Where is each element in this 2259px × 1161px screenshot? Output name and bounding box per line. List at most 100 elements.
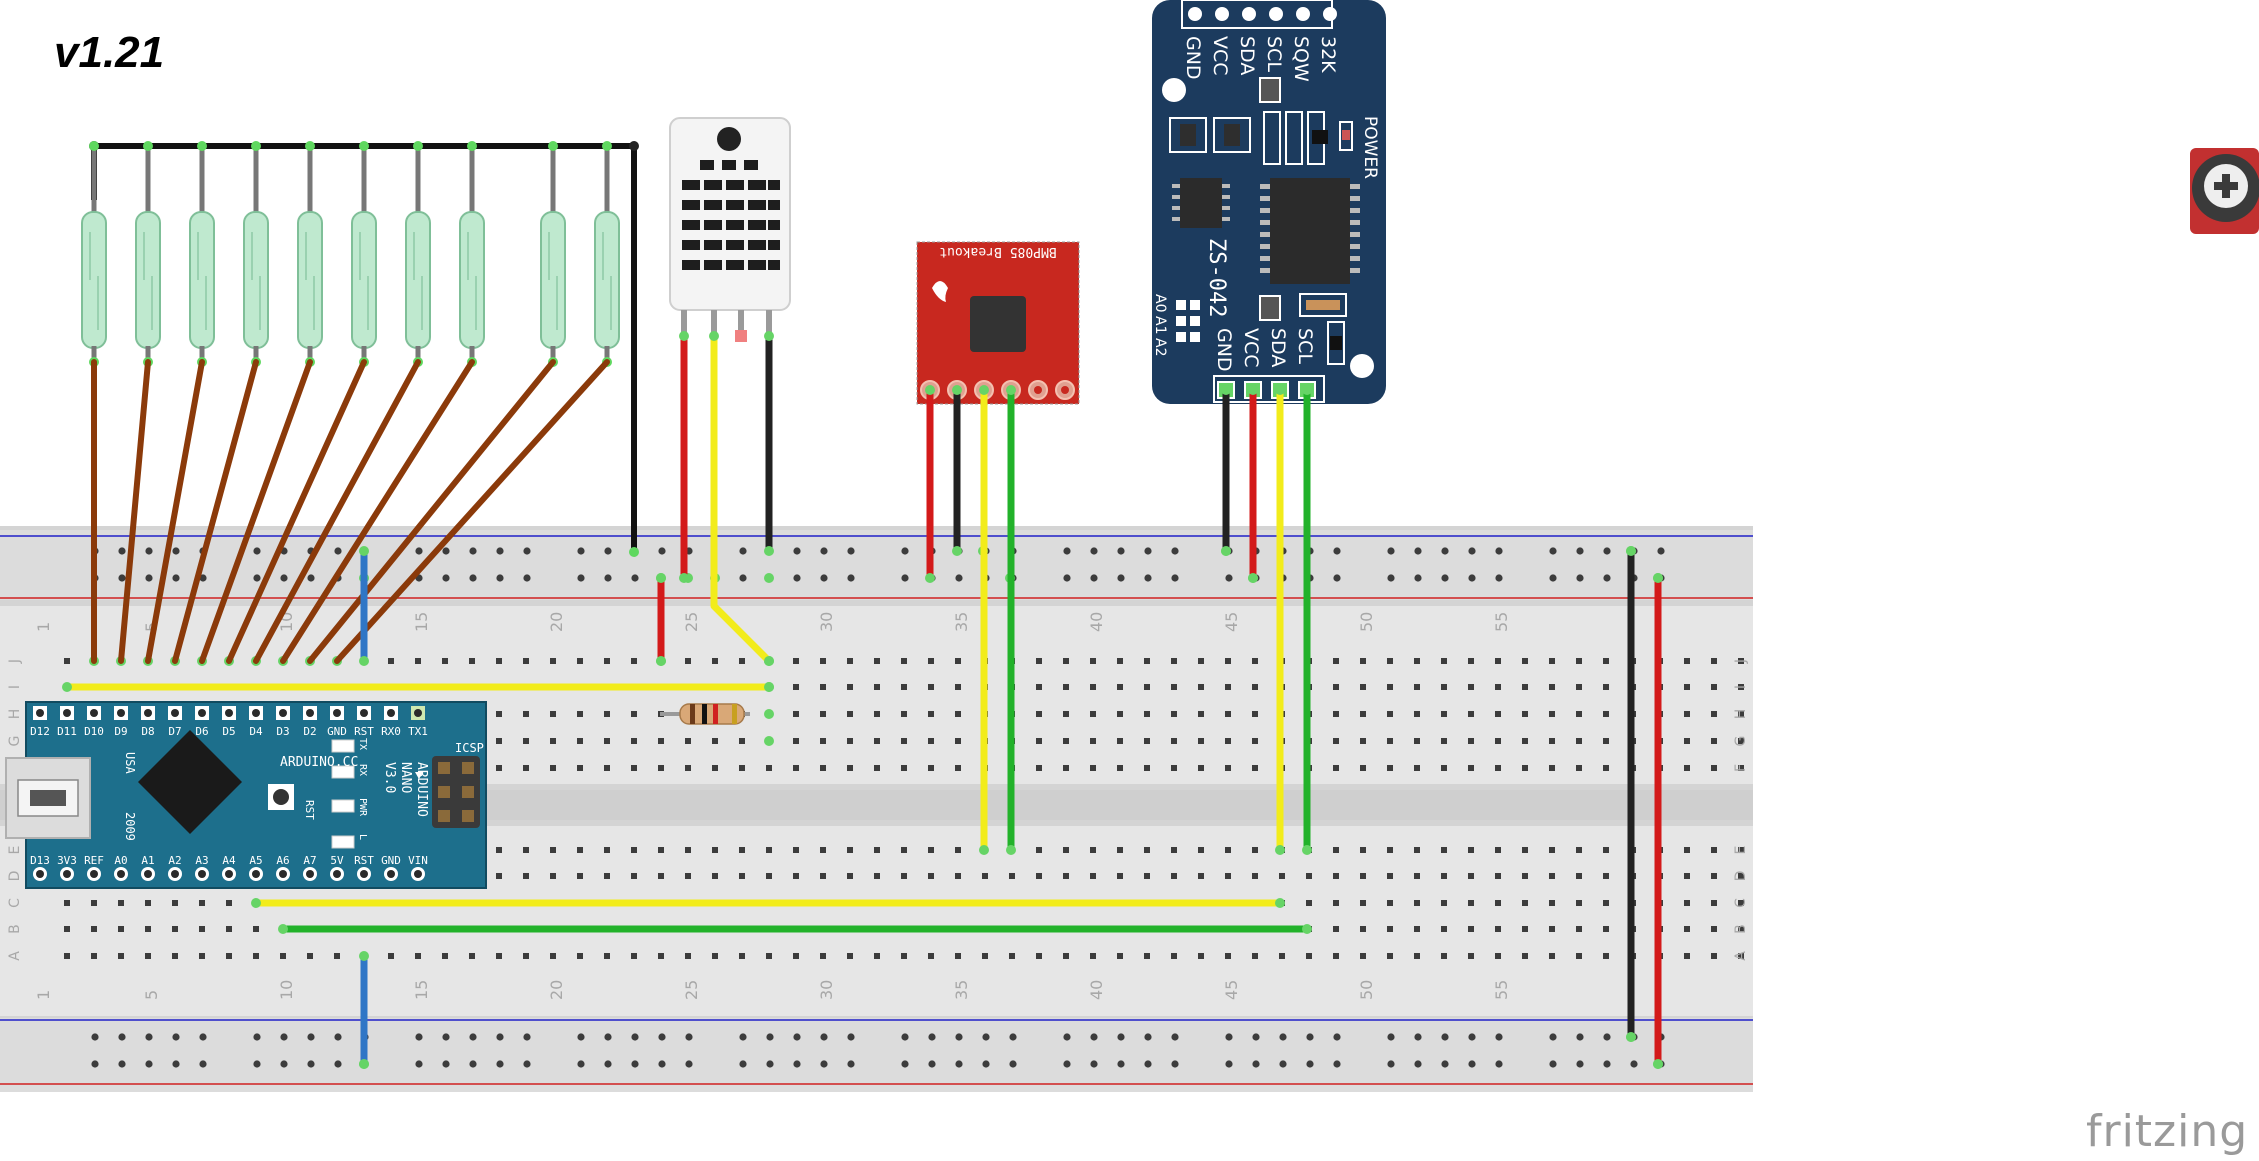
breadboard-hole (1036, 711, 1042, 717)
rtc-resistor-array (1169, 117, 1207, 153)
nano-bottom-pin-label: A0 (114, 854, 127, 867)
breadboard-hole (793, 847, 799, 853)
breadboard-hole (1603, 711, 1609, 717)
power-rail-hole (442, 574, 450, 582)
rtc-power-led-dot (1342, 130, 1350, 140)
connected-hole (764, 573, 774, 583)
breadboard-hole (793, 684, 799, 690)
nano-pin-hole (414, 870, 422, 878)
rtc-smd (1263, 111, 1281, 165)
dht-vent (768, 200, 780, 210)
power-rail-hole (1414, 1060, 1422, 1068)
breadboard-hole (1360, 658, 1366, 664)
breadboard-hole (739, 953, 745, 959)
power-rail-hole (1630, 1060, 1638, 1068)
breadboard-hole (658, 847, 664, 853)
column-number: 50 (1357, 612, 1376, 632)
breadboard-hole (1306, 900, 1312, 906)
breadboard-hole (1036, 873, 1042, 879)
breadboard-hole (1063, 765, 1069, 771)
power-rail-hole (955, 1060, 963, 1068)
breadboard-hole (1225, 847, 1231, 853)
dht-vent (722, 160, 736, 170)
pot-slot (2222, 174, 2230, 198)
nano-top-pin-label: D3 (276, 725, 289, 738)
breadboard-hole (469, 953, 475, 959)
dht-vent (704, 180, 722, 190)
breadboard-hole (604, 658, 610, 664)
breadboard-hole (874, 953, 880, 959)
wire-endpoint (1221, 546, 1231, 556)
nano-pin-hole (144, 709, 152, 717)
wires (62, 331, 1663, 1069)
power-rail-hole (172, 1060, 180, 1068)
wire-endpoint (679, 331, 689, 341)
power-rail-hole (577, 547, 585, 555)
breadboard-hole (1333, 658, 1339, 664)
power-rail-hole (1468, 547, 1476, 555)
power-rail-hole (1603, 574, 1611, 582)
rtc-address-pad (1190, 316, 1200, 326)
rtc-top-pin (1296, 7, 1310, 21)
breadboard-hole (1576, 711, 1582, 717)
wire-endpoint (764, 682, 774, 692)
breadboard-hole (496, 765, 502, 771)
breadboard-hole (1522, 900, 1528, 906)
nano-top-pin-label: D5 (222, 725, 235, 738)
breadboard-hole (1549, 847, 1555, 853)
wire-endpoint (764, 546, 774, 556)
power-rail-hole (280, 574, 288, 582)
nano-top-pin-label: D2 (303, 725, 316, 738)
power-rail-hole (1576, 1060, 1584, 1068)
breadboard-hole (1414, 847, 1420, 853)
rtc-address-label: A1 (1152, 316, 1168, 334)
rtc-bottom-pin-label: VCC (1240, 328, 1262, 368)
brown-signal-wire (280, 359, 475, 664)
breadboard-hole (1063, 873, 1069, 879)
wire-endpoint (1248, 385, 1258, 395)
power-rail-hole (334, 1060, 342, 1068)
dht-vent (748, 240, 766, 250)
breadboard-hole (766, 953, 772, 959)
breadboard-hole (172, 926, 178, 932)
breadboard-hole (523, 658, 529, 664)
breadboard-hole (1306, 873, 1312, 879)
breadboard-hole (1549, 873, 1555, 879)
breadboard-hole (1495, 953, 1501, 959)
breadboard-hole (739, 873, 745, 879)
wire-endpoint (952, 385, 962, 395)
breadboard-hole (1036, 738, 1042, 744)
breadboard-hole (874, 873, 880, 879)
breadboard-hole (1738, 658, 1744, 664)
breadboard-hole (1711, 953, 1717, 959)
breadboard-hole (523, 711, 529, 717)
nano-bottom-pin-label: 5V (330, 854, 344, 867)
power-rail-hole (1468, 1033, 1476, 1041)
power-rail-hole (1306, 1060, 1314, 1068)
column-number: 30 (817, 980, 836, 1000)
column-number: 25 (682, 980, 701, 1000)
wire-endpoint (1302, 385, 1312, 395)
breadboard-hole (1603, 926, 1609, 932)
nano-pin-hole (306, 870, 314, 878)
brown-signal-wire (307, 359, 556, 664)
breadboard-hole (1144, 711, 1150, 717)
breadboard-hole (1171, 873, 1177, 879)
power-rail-hole (982, 1033, 990, 1041)
breadboard-hole (91, 953, 97, 959)
dht-vent (704, 240, 722, 250)
chip-leg (1350, 232, 1360, 237)
breadboard-hole (1225, 711, 1231, 717)
breadboard-hole (1603, 684, 1609, 690)
power-rail-hole (793, 574, 801, 582)
breadboard-hole (1063, 711, 1069, 717)
breadboard-hole (1711, 926, 1717, 932)
breadboard-hole (1171, 765, 1177, 771)
breadboard-hole (388, 658, 394, 664)
nano-bottom-pin-label: A7 (303, 854, 316, 867)
breadboard-hole (1576, 900, 1582, 906)
breadboard-hole (64, 658, 70, 664)
reset-button[interactable] (273, 789, 289, 805)
power-rail-hole (1009, 1033, 1017, 1041)
